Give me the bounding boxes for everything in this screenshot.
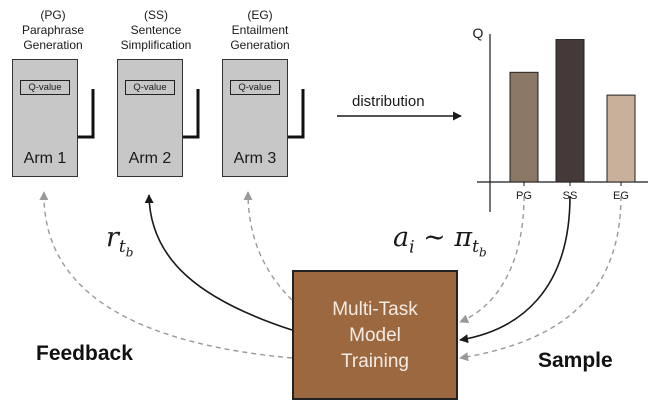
sample-arrow-ss [459, 195, 571, 344]
arm-2-label: Arm 2 [128, 150, 172, 167]
arm-1-q-value-box: Q-value [20, 80, 70, 95]
feedback-label: Feedback [36, 342, 133, 365]
arm-2-q-value-box: Q-value [125, 80, 175, 95]
sample-arrow-pg [459, 195, 525, 323]
arm-3-lever [288, 89, 305, 139]
arm-3-task-line1: Entailment [231, 23, 289, 37]
bar-pg [509, 71, 539, 183]
multi-task-training-box: Multi-Task Model Training [292, 270, 458, 400]
feedback-arrow-arm-3 [243, 191, 293, 301]
arm-2-caption: (SS) Sentence Simplification [106, 8, 206, 53]
arm-3-task-line2: Generation [230, 38, 290, 52]
arm-2-task-line1: Sentence [130, 23, 182, 37]
arm-1-abbr: (PG) [40, 8, 66, 22]
arm-1-label: Arm 1 [23, 150, 67, 167]
arm-2-abbr: (SS) [144, 8, 168, 22]
feedback-arrow-arm-2 [144, 194, 293, 331]
distribution-label: distribution [352, 93, 425, 110]
arm-3-label: Arm 3 [233, 150, 277, 167]
arm-3-caption: (EG) Entailment Generation [210, 8, 310, 53]
sampling-formula: ai ∼ πtb [393, 222, 487, 260]
arm-2-lever [183, 89, 200, 139]
arm-2-task-line2: Simplification [120, 38, 192, 52]
arm-3-abbr: (EG) [247, 8, 273, 22]
sample-label: Sample [538, 349, 613, 372]
arm-1-task-line2: Generation [23, 38, 83, 52]
arm-1-caption: (PG) Paraphrase Generation [3, 8, 103, 53]
arm-1-task-line1: Paraphrase [21, 23, 85, 37]
feedback-arrow-arm-1 [39, 191, 293, 359]
arm-2-machine: Q-value Arm 2 [117, 59, 183, 177]
sample-arrow-eg [459, 195, 622, 362]
y-axis-label: Q [473, 25, 484, 41]
bar-ss [555, 39, 585, 183]
reward-formula: rtb [106, 222, 134, 260]
center-box-line1: Multi-Task [332, 299, 418, 320]
arm-3-q-value-box: Q-value [230, 80, 280, 95]
center-box-line2: Model [349, 325, 401, 346]
arm-1-machine: Q-value Arm 1 [12, 59, 78, 177]
bar-eg [606, 94, 636, 183]
arm-3-machine: Q-value Arm 3 [222, 59, 288, 177]
arm-1-lever [78, 89, 95, 139]
center-box-line3: Training [341, 351, 409, 372]
